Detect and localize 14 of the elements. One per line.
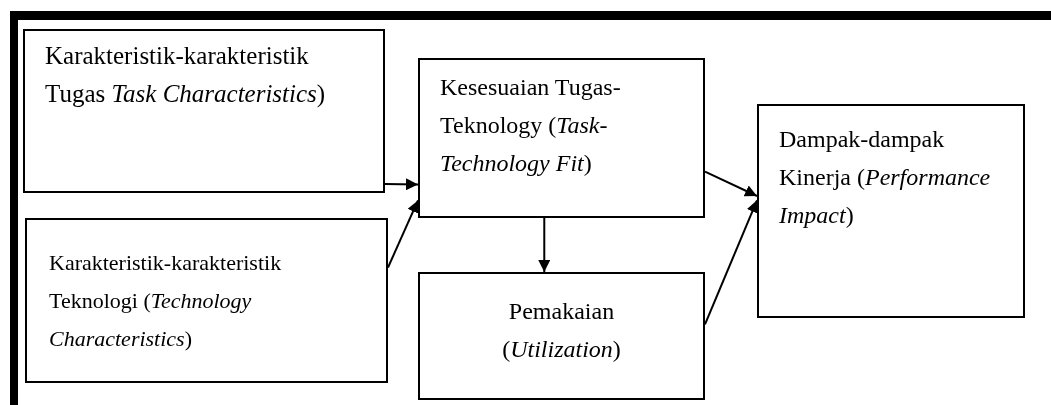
process-box [25,218,388,383]
process-box [757,104,1025,318]
box-text: Karakteristik-karakteristik Teknologi (Technology Characteristics) [49,249,283,353]
arrow [384,178,419,191]
process-box [23,29,385,193]
process-box [418,272,705,400]
box-text: Kesesuaian Tugas-Teknology (Task-Technology Fit) [440,73,622,178]
arrow [704,170,758,197]
arrow [538,217,551,273]
box-text: Pemakaian (Utilization) [501,297,622,364]
box-text: Dampak-dampak Kinerja (Performance Impact) [779,125,992,230]
arrow [387,199,419,269]
box-text: Karakteristik-karakteristik Tugas Task Characteristics) [45,41,327,109]
process-box [418,58,705,218]
